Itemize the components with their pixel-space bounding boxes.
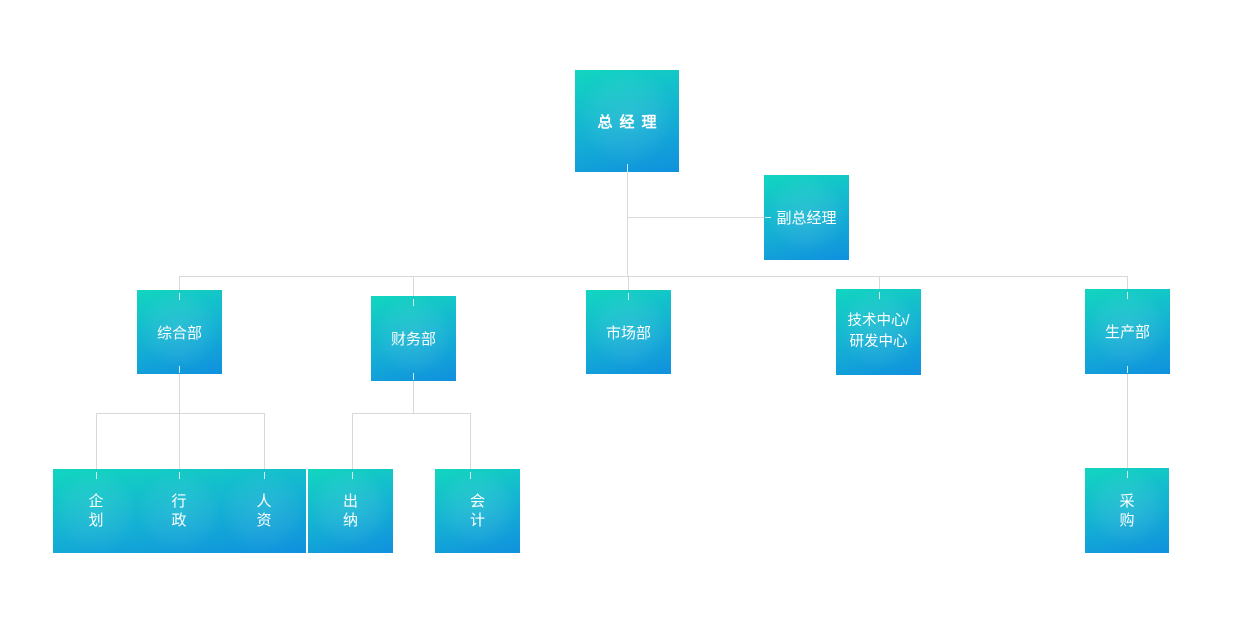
connector-drop-accounting [470,413,471,469]
node-production-department-label: 生产部 [1104,324,1150,341]
node-production-department: 生产部 [1085,289,1170,374]
node-finance-department: 财务部 [371,296,456,381]
connector-drop-general-department [179,276,180,290]
node-marketing-department: 市场部 [586,290,671,374]
node-deputy-general-manager: 副总经理 [764,175,849,260]
node-human-resources-label: 人 资 [256,493,272,529]
tick-deputy-left [765,217,771,218]
connector-drop-tech-rd-center [879,276,880,289]
tick-tech-rd-center-top [879,292,880,299]
tick-production-department-top [1127,292,1128,299]
node-planning-label: 企 划 [88,493,104,529]
node-procurement-label: 采 购 [1119,492,1135,529]
node-general-department: 综合部 [137,290,222,374]
tick-accounting-top [470,472,471,479]
tick-administration-top [179,472,180,479]
node-general-manager: 总经理 [575,70,679,172]
connector-drop-planning [96,413,97,469]
connector-drop-marketing-department [628,276,629,290]
connector-drop-finance-department [413,276,414,296]
tick-marketing-department-top [628,293,629,300]
node-general-department-label: 综合部 [156,324,202,342]
connector-general-department-trunk [179,374,180,469]
tick-finance-department-bottom [413,373,414,380]
tick-planning-top [96,472,97,479]
connector-general-department-bus [96,413,265,414]
node-accounting-label: 会 计 [469,493,485,529]
connector-drop-human-resources [264,413,265,469]
node-administration-label: 行 政 [171,493,187,529]
connector-level2-bus [179,276,1128,277]
tick-human-resources-top [264,472,265,479]
node-general-manager-label: 总经理 [597,113,664,131]
connector-gm-trunk [627,172,628,276]
tick-general-department-top [179,293,180,300]
tick-cashier-top [352,472,353,479]
tick-gm-bottom [627,164,628,172]
node-procurement: 采 购 [1085,468,1169,553]
tick-production-department-bottom [1127,366,1128,373]
tick-finance-department-top [413,299,414,306]
node-tech-rd-center: 技术中心/ 研发中心 [836,289,921,375]
node-cashier-label: 出 纳 [342,493,358,529]
node-cashier: 出 纳 [308,469,393,553]
connector-finance-department-trunk [413,381,414,413]
node-finance-department-label: 财务部 [390,331,436,348]
tick-general-department-bottom [179,366,180,373]
node-marketing-department-label: 市场部 [605,324,651,342]
node-group-planning-admin-hr: 企 划 行 政 人 资 [53,469,306,553]
connector-drop-cashier [352,413,353,469]
tick-procurement-top [1127,471,1128,478]
connector-production-to-procurement [1127,374,1128,468]
connector-drop-production-department [1127,276,1128,289]
node-tech-rd-center-label: 技术中心/ 研发中心 [847,313,910,350]
connector-gm-to-deputy [627,217,764,218]
node-deputy-general-manager-label: 副总经理 [776,210,837,227]
connector-finance-department-bus [352,413,471,414]
node-accounting: 会 计 [435,469,520,553]
